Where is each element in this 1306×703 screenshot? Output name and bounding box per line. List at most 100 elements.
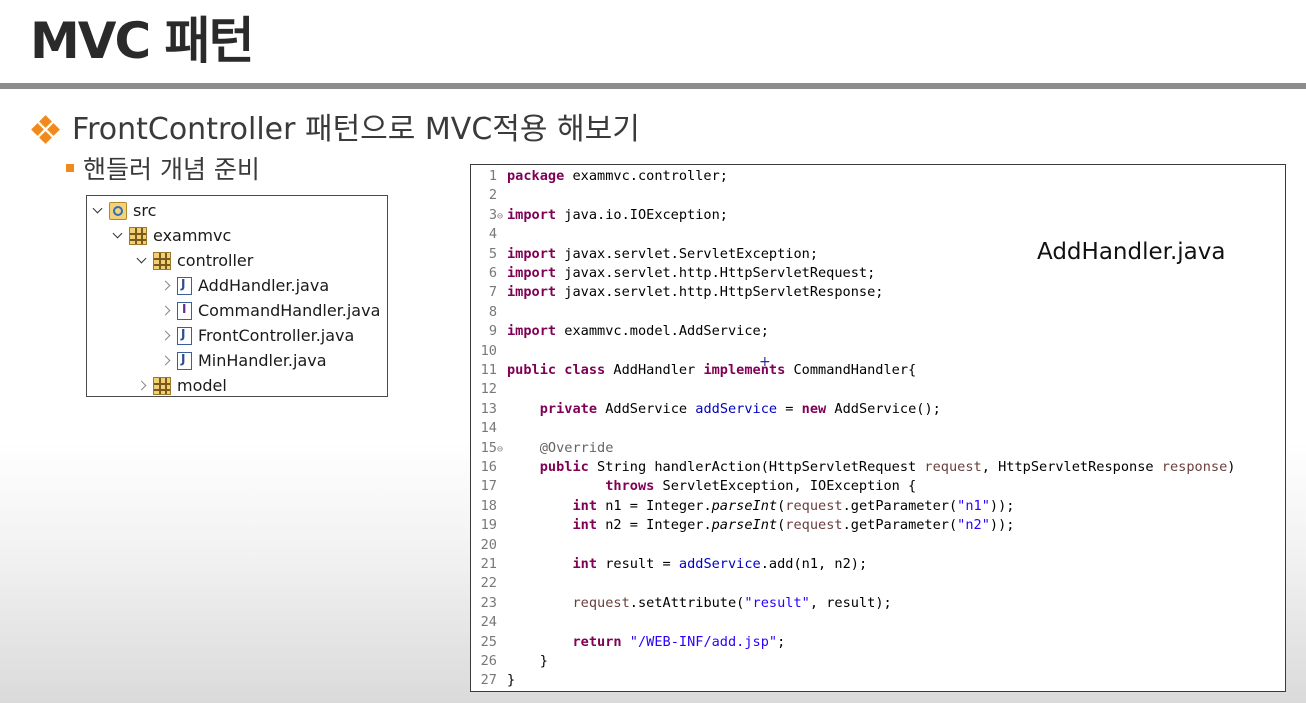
line-number: 19 xyxy=(480,517,497,534)
code-token: throws xyxy=(605,478,655,495)
code-line: 6 import javax.servlet.http.HttpServletR… xyxy=(471,264,1283,283)
code-token: String handlerAction(HttpServletRequest xyxy=(588,459,925,475)
code-token: javax.servlet.http.HttpServletResponse; xyxy=(556,284,884,301)
gutter-spacer xyxy=(497,653,507,672)
chevron-down-icon[interactable] xyxy=(89,198,105,223)
gutter-spacer xyxy=(497,265,507,284)
code-line: 19 int n2 = Integer.parseInt(request.get… xyxy=(471,516,1283,535)
fold-toggle-icon[interactable]: ⊖ xyxy=(497,210,504,222)
code-token: "result" xyxy=(744,594,810,611)
line-number: 5 xyxy=(488,245,497,262)
tree-item-label: src xyxy=(133,201,157,220)
java-interface-icon xyxy=(177,301,192,320)
tree-item-label: CommandHandler.java xyxy=(198,301,381,320)
code-line: 26 } xyxy=(471,652,1283,671)
gutter-spacer xyxy=(497,226,507,245)
code-token: )); xyxy=(989,497,1015,514)
tree-item-controller[interactable]: controller xyxy=(133,248,253,273)
code-line: 23 request.setAttribute("result", result… xyxy=(471,594,1283,613)
code-token: , result); xyxy=(809,594,892,611)
chevron-right-icon[interactable] xyxy=(133,373,149,398)
code-token: ServletException, IOException { xyxy=(654,478,917,495)
java-file-icon xyxy=(177,276,192,295)
code-token: javax.servlet.http.HttpServletRequest; xyxy=(556,265,876,281)
code-token xyxy=(507,634,572,650)
tree-item-minhandler[interactable]: MinHandler.java xyxy=(157,348,327,373)
line-number: 10 xyxy=(480,342,497,359)
slide-title: MVC 패턴 xyxy=(30,12,255,70)
gutter-spacer xyxy=(497,517,507,536)
code-line: 12 xyxy=(471,380,1283,399)
code-token: "/WEB-INF/add.jsp" xyxy=(629,633,778,650)
bullet-level2: 핸들러 개념 준비 xyxy=(66,152,260,188)
code-token: public xyxy=(539,459,589,475)
gutter-spacer xyxy=(497,187,507,206)
code-line: 1 package exammvc.controller; xyxy=(471,167,1283,186)
gutter-spacer xyxy=(497,343,507,362)
code-editor[interactable]: 1 package exammvc.controller;2 3⊖import … xyxy=(470,164,1286,692)
code-token xyxy=(507,498,572,514)
code-token: parseInt xyxy=(711,517,778,534)
chevron-right-icon[interactable] xyxy=(157,298,173,323)
code-line: 17 throws ServletException, IOException … xyxy=(471,477,1283,496)
line-number: 4 xyxy=(488,226,497,243)
gutter-spacer xyxy=(497,498,507,517)
package-icon xyxy=(153,251,171,270)
code-token: private xyxy=(539,400,598,417)
code-token: ; xyxy=(777,633,786,650)
code-token xyxy=(507,440,540,456)
line-number: 26 xyxy=(480,653,497,669)
code-token: request xyxy=(924,459,982,475)
code-token: addService xyxy=(695,400,778,417)
code-token: n2 = Integer. xyxy=(597,517,712,534)
code-token: .setAttribute( xyxy=(629,594,745,611)
code-token: import xyxy=(507,323,557,340)
tree-item-commandhandler[interactable]: CommandHandler.java xyxy=(157,298,380,323)
code-token xyxy=(622,634,630,650)
gutter-spacer xyxy=(497,246,507,265)
tree-item-label: exammvc xyxy=(153,226,232,245)
line-number: 17 xyxy=(480,478,497,495)
code-token: ( xyxy=(777,497,786,514)
chevron-down-icon[interactable] xyxy=(109,223,125,248)
chevron-right-icon[interactable] xyxy=(157,273,173,298)
gutter-spacer xyxy=(497,323,507,342)
package-icon xyxy=(153,376,171,395)
gutter-spacer xyxy=(497,595,507,614)
tree-item-addhandler[interactable]: AddHandler.java xyxy=(157,273,329,298)
code-line: 27 } xyxy=(471,671,1283,690)
bullet-level1-text: FrontController 패턴으로 MVC적용 해보기 xyxy=(72,112,640,147)
code-token: import xyxy=(507,284,557,301)
tree-item-src[interactable]: src xyxy=(89,198,156,223)
code-token: exammvc.controller; xyxy=(564,168,728,184)
chevron-right-icon[interactable] xyxy=(157,348,173,373)
code-token: AddService(); xyxy=(826,400,941,417)
code-token: addService xyxy=(678,556,761,572)
line-number: 21 xyxy=(480,556,497,572)
code-token: "n1" xyxy=(957,497,990,514)
code-token: n1 = Integer. xyxy=(597,497,712,514)
code-token: exammvc.model.AddService; xyxy=(556,323,769,340)
code-line: 14 xyxy=(471,419,1283,438)
code-line: 16 public String handlerAction(HttpServl… xyxy=(471,458,1283,477)
java-file-icon xyxy=(177,351,192,370)
code-line: 10 xyxy=(471,342,1283,361)
tree-item-exammvc[interactable]: exammvc xyxy=(109,223,231,248)
tree-item-model[interactable]: model xyxy=(133,373,227,398)
line-number: 23 xyxy=(480,594,497,611)
fold-toggle-icon[interactable]: ⊖ xyxy=(497,443,504,455)
tree-item-frontcontroller[interactable]: FrontController.java xyxy=(157,323,354,348)
code-token: request xyxy=(785,497,843,514)
line-number: 1 xyxy=(488,168,497,184)
chevron-down-icon[interactable] xyxy=(133,248,149,273)
code-token xyxy=(507,595,572,611)
line-number: 3 xyxy=(488,206,497,223)
code-token: response xyxy=(1161,459,1228,475)
code-token: request xyxy=(785,517,843,534)
gutter-spacer xyxy=(497,459,507,478)
line-number: 7 xyxy=(488,284,497,301)
code-line: 13 private AddService addService = new A… xyxy=(471,400,1283,419)
line-number: 12 xyxy=(480,381,497,398)
gutter-spacer xyxy=(497,401,507,420)
chevron-right-icon[interactable] xyxy=(157,323,173,348)
